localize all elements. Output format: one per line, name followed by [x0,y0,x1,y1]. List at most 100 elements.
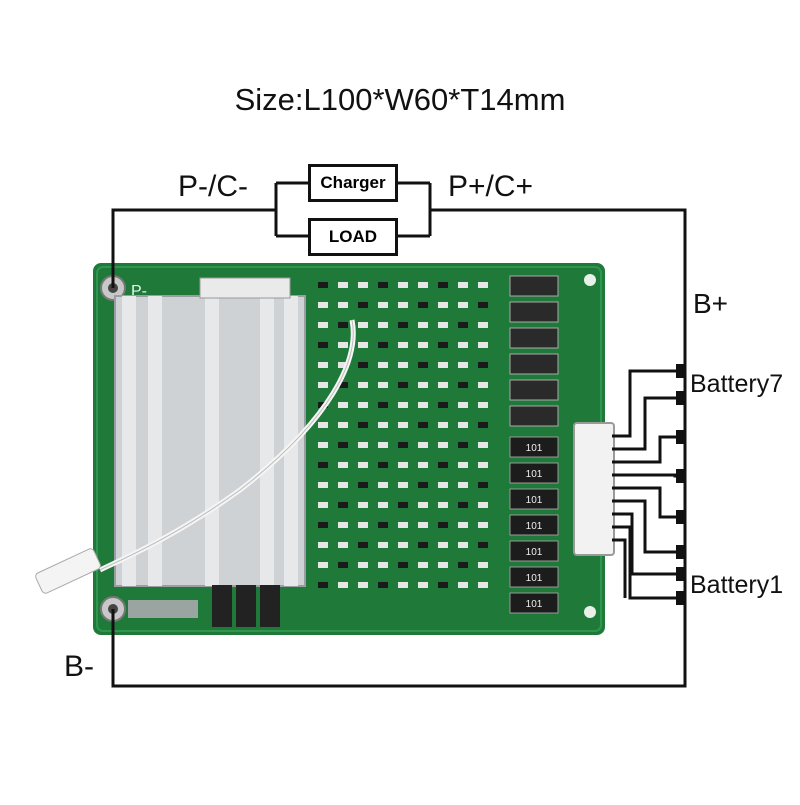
smd-component [418,442,428,448]
smd-component [378,362,388,368]
smd-component [378,302,388,308]
smd-component [378,282,388,288]
mosfet [509,353,559,375]
power-resistor [260,585,280,627]
mount-hole [584,274,596,286]
smd-component [458,502,468,508]
balance-resistor [509,566,559,588]
page-title: Size:L100*W60*T14mm [234,82,566,117]
mosfet [509,405,559,427]
smd-component [458,282,468,288]
smd-component [338,382,348,388]
smd-component [378,382,388,388]
power-resistor [212,585,232,627]
smd-component [338,522,348,528]
smd-component [438,322,448,328]
smd-component [398,522,408,528]
smd-component [378,582,388,588]
smd-component [358,402,368,408]
mosfet-row [199,277,291,299]
resistor-code: 101 [526,547,543,558]
mount-hole [584,606,596,618]
smd-component [358,462,368,468]
smd-component [338,362,348,368]
smd-component [478,502,488,508]
smd-component [458,582,468,588]
resistor-code: 101 [526,599,543,610]
smd-component [318,542,328,548]
battery-bottom-label: Battery1 [690,571,784,599]
smd-component [358,442,368,448]
smd-component [458,402,468,408]
smd-component [318,582,328,588]
smd-component [418,522,428,528]
smd-component [398,502,408,508]
smd-component [338,422,348,428]
smd-component [478,402,488,408]
smd-component [478,522,488,528]
smd-component [458,382,468,388]
resistor-code: 101 [526,469,543,480]
p-pos-c-pos-label: P+/C+ [448,170,534,203]
smd-component [378,342,388,348]
smd-component [378,542,388,548]
battery-top-label: Battery7 [690,370,784,398]
smd-component [418,562,428,568]
smd-component [438,342,448,348]
balance-resistor [509,488,559,510]
resistor-code: 101 [526,443,543,454]
balance-resistor [509,592,559,614]
smd-component [318,322,328,328]
mosfet [509,301,559,323]
smd-component [458,562,468,568]
smd-component [418,482,428,488]
smd-component [438,462,448,468]
smd-component [458,462,468,468]
smd-component [318,282,328,288]
smd-component [478,282,488,288]
b-plus-label: B+ [693,288,729,319]
smd-component [478,462,488,468]
smd-component [378,462,388,468]
smd-component [358,342,368,348]
smd-component [398,342,408,348]
smd-component [338,322,348,328]
wire-p-pos-b-pos [430,208,687,598]
smd-component [438,402,448,408]
mosfet [509,327,559,349]
smd-component [358,282,368,288]
smd-component [398,302,408,308]
smd-component [378,502,388,508]
smd-component [418,402,428,408]
smd-component [358,502,368,508]
smd-component [478,342,488,348]
battery-cell-node [676,364,686,378]
copper-bar [128,600,198,618]
smd-component [478,382,488,388]
smd-component [478,582,488,588]
smd-component [418,342,428,348]
battery-cell-node [676,391,686,405]
smd-component [358,382,368,388]
smd-component [338,342,348,348]
smd-component [418,322,428,328]
balance-resistor [509,514,559,536]
smd-component [458,522,468,528]
smd-component [378,422,388,428]
smd-component [458,342,468,348]
smd-component [318,482,328,488]
smd-component [438,542,448,548]
balance-resistor [509,462,559,484]
smd-component [418,422,428,428]
load-box: LOAD [308,218,398,256]
wire-p-neg [111,208,276,288]
smd-component [458,302,468,308]
smd-component [318,342,328,348]
smd-component [378,522,388,528]
battery-cell-node [676,469,686,483]
smd-component [398,462,408,468]
battery-cell-node [676,567,686,581]
